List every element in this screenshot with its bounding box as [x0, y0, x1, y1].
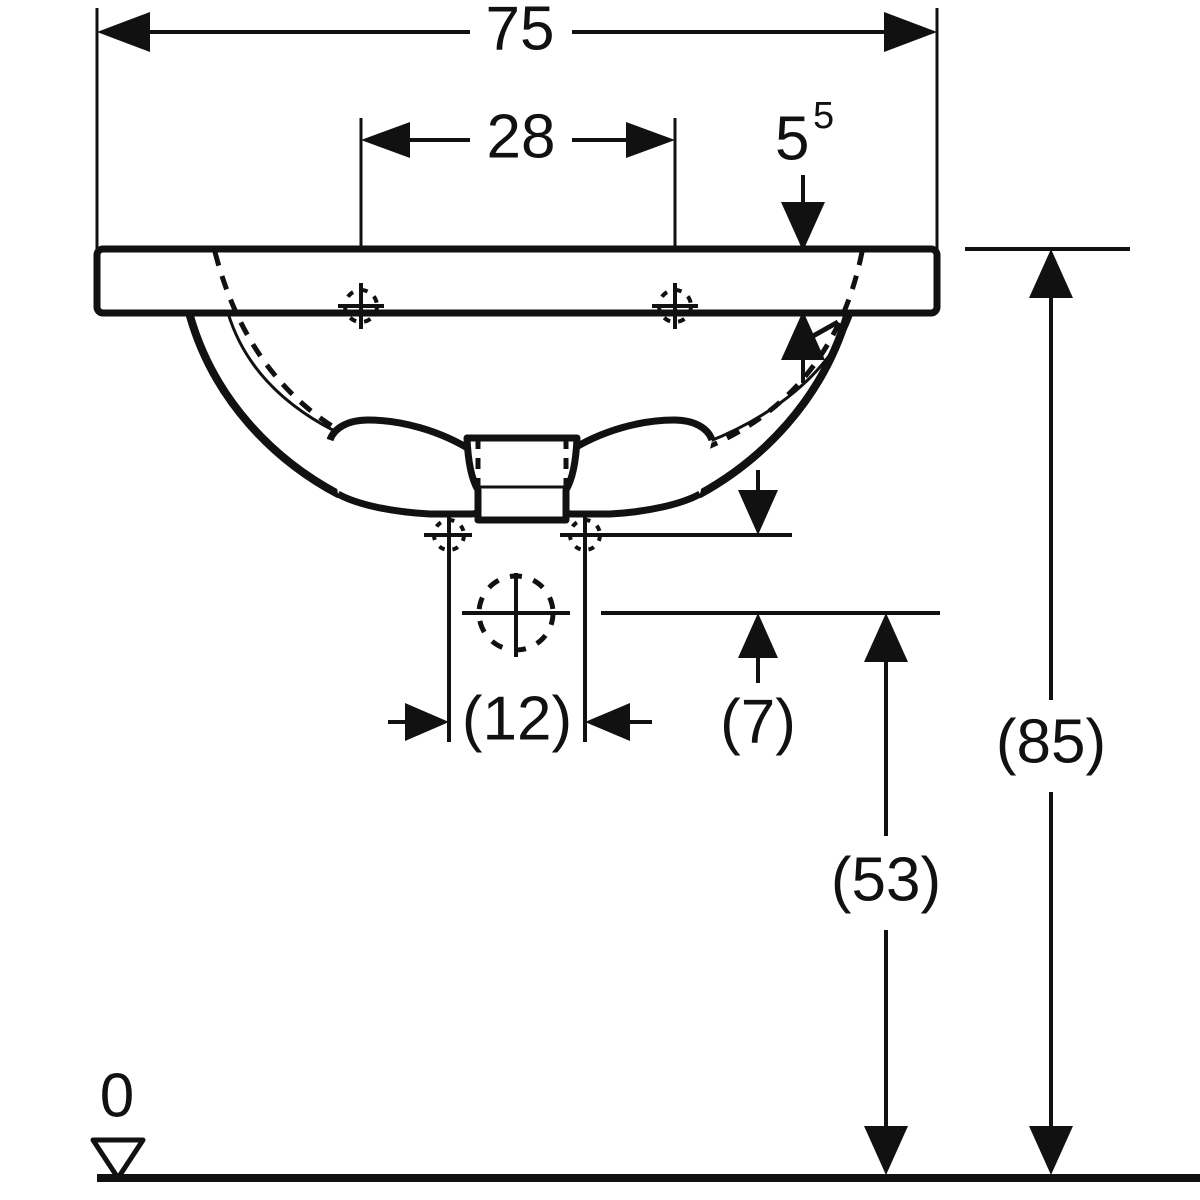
trap-depth-dimension-group: (7) [601, 470, 940, 756]
projection-left-circle [432, 518, 466, 552]
waste-height-dimension-group: (53) [831, 613, 941, 1175]
bowl-underside-right [696, 312, 851, 498]
washbasin-deck-body [93, 245, 941, 524]
bowl-underside-left [186, 312, 342, 498]
tap-spacing-arrow-left [361, 122, 410, 158]
trap-depth-arrow-bottom [738, 613, 778, 658]
deck-thickness-dimension-group: 5 5 [775, 95, 840, 383]
waste-offset-label: (12) [462, 684, 572, 753]
projection-right-circle [568, 518, 602, 552]
tap-hole-spacing-dimension-group: 28 [359, 102, 677, 318]
overall-width-dimension-group: 75 [95, 0, 939, 250]
deck-thickness-superscript: 5 [813, 95, 834, 137]
deck-thickness-arrow-top [781, 202, 825, 251]
waste-height-arrow-top [864, 613, 908, 662]
tap-spacing-arrow-right [626, 122, 675, 158]
mounting-height-label: (85) [996, 707, 1106, 776]
tap-hole-center-marks [338, 283, 698, 329]
overall-width-label: 75 [486, 0, 555, 63]
waste-offset-arrow-left [405, 703, 449, 741]
deck-thickness-label: 5 [775, 104, 809, 173]
overall-width-arrow-right [884, 12, 937, 52]
lower-projection-center-marks [424, 512, 608, 742]
floor-datum-triangle-icon [90, 1137, 146, 1181]
trap-depth-label: (7) [720, 687, 796, 756]
deck-thickness-leader-kick [804, 319, 840, 343]
deck-rectangle [93, 245, 941, 317]
waste-offset-arrow-right [585, 703, 630, 741]
tap-spacing-label: 28 [487, 102, 556, 171]
overall-width-arrow-left [97, 12, 150, 52]
tap-hole-right-circle [657, 288, 693, 324]
tap-hole-left-circle [343, 288, 379, 324]
trap-depth-arrow-top [738, 490, 778, 535]
mounting-height-arrow-top [1029, 249, 1073, 298]
waste-offset-dimension-group: (12) [388, 684, 652, 753]
mounting-height-arrow-bottom [1029, 1126, 1073, 1175]
floor-datum-group: 0 [90, 1061, 1200, 1182]
mounting-height-dimension-group: (85) [965, 247, 1130, 1175]
waste-outlet-body [463, 434, 581, 524]
waste-height-arrow-bottom [864, 1126, 908, 1175]
deck-thickness-arrow-bottom [781, 311, 825, 360]
floor-datum-label: 0 [100, 1061, 134, 1130]
waste-height-label: (53) [831, 845, 941, 914]
